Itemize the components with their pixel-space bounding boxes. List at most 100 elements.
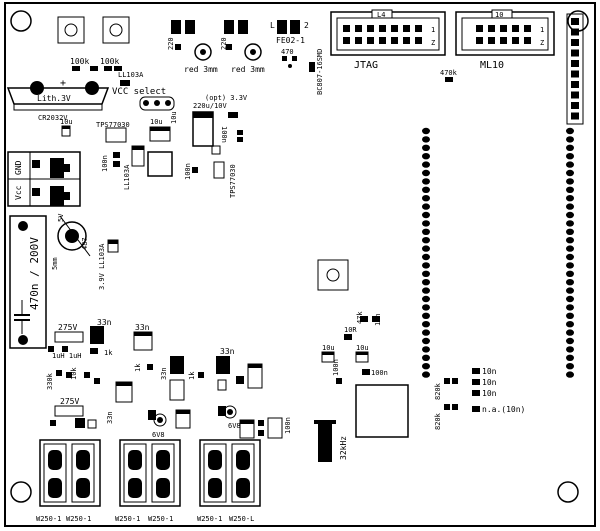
terminal-slot: [43, 443, 67, 503]
ml10-title: ML10: [480, 60, 504, 71]
pushbutton-2: [102, 16, 130, 44]
mcu-pin: [422, 211, 430, 219]
mcu-pin: [566, 220, 574, 227]
c1uh-label: 1uH 1uH: [52, 352, 82, 360]
c33n-d: 33n: [160, 367, 168, 380]
jtag-pin: [343, 37, 350, 44]
mcu-pin: [566, 363, 574, 370]
r6v8-b: 6V8: [228, 422, 241, 430]
bottom-terminal-blocks: [39, 439, 261, 507]
c33n-a: 33n: [97, 318, 112, 327]
mcu-pin: [422, 169, 430, 177]
mcu-pin: [566, 262, 574, 269]
cap-470n-label: 470n / 200V: [28, 237, 41, 310]
right-header-pins: [571, 18, 579, 120]
mcu-pin: [422, 304, 430, 311]
terminal-screw: [76, 450, 90, 470]
terminal-slot: [203, 443, 227, 503]
jtag-title: JTAG: [354, 60, 378, 71]
r220-label-b: 220: [220, 37, 228, 50]
power-terminal: [7, 151, 81, 207]
mcu-pin: [422, 153, 430, 160]
ml10-pin: [488, 25, 495, 32]
mcu-pin: [566, 161, 574, 168]
jtag-l4: L4: [377, 11, 385, 19]
r100k-label-b: 100k: [100, 57, 119, 66]
mcu-pin: [422, 161, 430, 168]
ml10-pin: [476, 37, 483, 44]
mcu-pin: [422, 279, 430, 286]
ml10-pin: [512, 25, 519, 32]
terminal-slot: [151, 443, 175, 503]
mcu-pin: [422, 270, 430, 277]
c10n-a: 10n: [482, 367, 497, 376]
ml10-pin: [476, 25, 483, 32]
header-pin: [571, 70, 579, 78]
tps-label-b: TPS77030: [229, 164, 237, 198]
bc807-label: BC807-16SMD: [316, 49, 324, 95]
terminal-screw: [128, 450, 142, 470]
mcu-pin: [422, 354, 430, 361]
terminal-screw: [156, 478, 170, 498]
jtag-pin: [343, 25, 350, 32]
header-pin: [571, 39, 579, 46]
mounting-hole-bottom-right: [557, 481, 579, 503]
terminal-screw: [48, 450, 62, 470]
battery-plus: +: [60, 78, 66, 89]
mcu-pin: [422, 220, 430, 227]
mcu-pin: [566, 371, 574, 378]
mcu-pin: [566, 136, 574, 143]
c275v-b: 275V: [60, 397, 79, 406]
terminal-slot: [71, 443, 95, 503]
mcu-pin: [566, 329, 574, 336]
two-letter: 2: [304, 21, 309, 30]
battery-type: CR2032V: [38, 114, 68, 122]
c10n-c: 10n: [482, 389, 497, 398]
sw-5v: 5V: [57, 213, 65, 222]
crystal-32khz: [314, 420, 336, 462]
mcu-pin: [566, 304, 574, 311]
mcu-pin: [566, 169, 574, 177]
mcu-pin: [422, 371, 430, 378]
ml10-pin-z: Z: [540, 39, 544, 47]
ml10-pin: [500, 25, 507, 32]
ll103a-top: LL103A: [118, 71, 144, 79]
terminal-screw: [208, 478, 222, 498]
terminal-screw: [48, 478, 62, 498]
mcu-chip: [355, 384, 409, 438]
right-pin-header: [566, 13, 584, 125]
ml10-pins: [476, 25, 531, 44]
mcu-pin: [566, 253, 574, 261]
tps-label-a: TPS77030: [96, 121, 130, 129]
c10u-e: 10u: [356, 344, 369, 352]
header-pin: [571, 18, 579, 25]
c100n-d: 100n: [371, 369, 388, 377]
jtag-pin: [391, 25, 398, 32]
c33n-b: 33n: [135, 323, 150, 332]
terminal-screw: [236, 478, 250, 498]
mcu-pin: [422, 337, 430, 345]
r330k-label: 330k: [46, 372, 54, 390]
jtag-pin: [355, 37, 362, 44]
terminal-screw: [128, 478, 142, 498]
terminal-block: [39, 439, 101, 507]
mcu-pin: [422, 228, 430, 235]
mcu-pin: [566, 178, 574, 185]
c1k-b: 1k: [134, 363, 142, 372]
terminal-block: [199, 439, 261, 507]
jtag-pin-1: 1: [431, 26, 435, 34]
mounting-hole-bottom-left: [10, 481, 32, 503]
ml10-pin: [512, 37, 519, 44]
c100n-a: 100n: [220, 126, 228, 143]
mcu-pin: [566, 321, 574, 328]
varistor: [57, 215, 91, 257]
ml10-pin: [488, 37, 495, 44]
jtag-header: [330, 9, 446, 56]
ml10-pin-1: 1: [540, 26, 544, 34]
ll103a-side: LL103A: [123, 164, 131, 190]
c10u-b: 10u: [150, 118, 163, 126]
mcu-pin: [422, 144, 430, 151]
jtag-pin: [355, 25, 362, 32]
c100n-c: 100n: [184, 163, 192, 180]
ml10-pin: [500, 37, 507, 44]
